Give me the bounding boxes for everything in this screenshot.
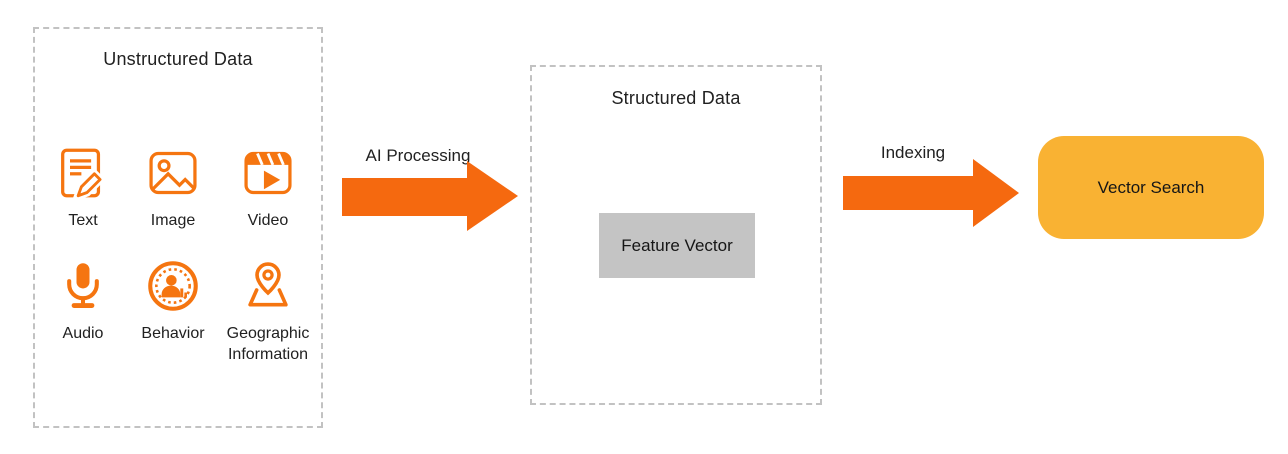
feature-vector-label: Feature Vector xyxy=(621,235,733,255)
video-clapper-icon xyxy=(242,147,294,199)
item-text: Text xyxy=(35,147,131,232)
indexing-arrow-head xyxy=(973,159,1019,227)
item-video-label: Video xyxy=(247,212,289,229)
microphone-icon xyxy=(57,260,109,312)
structured-data-title: Structured Data xyxy=(611,88,741,108)
item-video: Video xyxy=(215,147,321,232)
item-audio-label: Audio xyxy=(62,325,104,342)
ai-processing-arrow-body xyxy=(342,178,467,216)
indexing-arrow-label: Indexing xyxy=(880,143,946,162)
item-geographic: Geographic Information xyxy=(215,260,321,366)
structured-data-box: Structured Data xyxy=(530,65,822,405)
image-icon xyxy=(147,147,199,199)
unstructured-data-box: Unstructured Data Text xyxy=(33,27,323,428)
ai-processing-arrow-label: AI Processing xyxy=(365,146,471,165)
unstructured-icon-row-bottom: Audio Behavior xyxy=(35,260,321,366)
item-text-label: Text xyxy=(68,212,98,229)
item-image: Image xyxy=(131,147,215,232)
document-edit-icon xyxy=(57,147,109,199)
ai-processing-arrow-head xyxy=(467,161,518,231)
item-audio: Audio xyxy=(35,260,131,366)
unstructured-icon-row-top: Text Image xyxy=(35,147,321,232)
behavior-user-icon xyxy=(147,260,199,312)
item-behavior-label: Behavior xyxy=(141,325,205,342)
vector-search-label: Vector Search xyxy=(1097,177,1205,197)
indexing-arrow-body xyxy=(843,176,973,210)
item-image-label: Image xyxy=(150,212,196,229)
item-behavior: Behavior xyxy=(131,260,215,366)
item-geographic-label: Geographic Information xyxy=(226,325,310,363)
unstructured-data-title: Unstructured Data xyxy=(103,49,253,69)
feature-vector-node: Feature Vector xyxy=(599,213,755,278)
map-pin-icon xyxy=(242,260,294,312)
vector-search-node: Vector Search xyxy=(1038,136,1264,239)
